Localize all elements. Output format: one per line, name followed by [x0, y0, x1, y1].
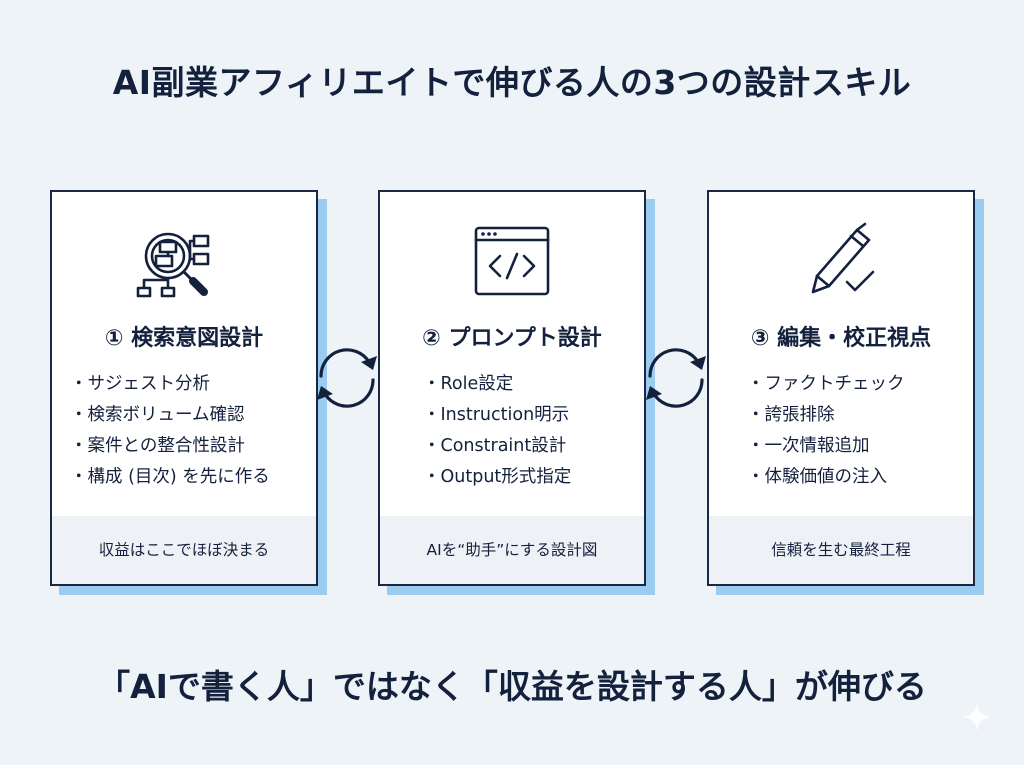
list-item: 一次情報追加: [747, 431, 905, 462]
list-item: Instruction明示: [423, 400, 571, 431]
sparkle-icon: [962, 702, 992, 732]
card-body: ③ 編集・校正視点 ファクトチェック 誇張排除 一次情報追加 体験価値の注入 信…: [707, 190, 975, 586]
list-item: Constraint設計: [423, 431, 571, 462]
list-item: 誇張排除: [747, 400, 905, 431]
code-window-icon: [474, 226, 550, 296]
list-item: 構成 (目次) を先に作る: [70, 462, 270, 493]
card-body: ① 検索意図設計 サジェスト分析 検索ボリューム確認 案件との整合性設計 構成 …: [50, 190, 318, 586]
tagline: 「AIで書く人」ではなく「収益を設計する人」が伸びる: [97, 667, 927, 706]
card-item-list: ファクトチェック 誇張排除 一次情報追加 体験価値の注入: [747, 369, 905, 493]
list-item: Output形式指定: [423, 462, 572, 493]
card-heading: ① 検索意図設計: [104, 326, 264, 351]
cycle-arrows-icon: [317, 348, 377, 408]
card-footer: 収益はここでほぼ決まる: [52, 516, 316, 584]
search-sitemap-icon: [136, 232, 210, 298]
list-item: 案件との整合性設計: [70, 431, 270, 462]
card-body: ② プロンプト設計 Role設定 Instruction明示 Constrain…: [378, 190, 646, 586]
list-item: サジェスト分析: [70, 369, 270, 400]
list-item: 体験価値の注入: [747, 462, 905, 493]
cycle-arrows-icon: [646, 348, 706, 408]
card-footer: AIを“助手”にする設計図: [380, 516, 644, 584]
card-footer: 信頼を生む最終工程: [709, 516, 973, 584]
list-item: ファクトチェック: [747, 369, 905, 400]
card-heading: ③ 編集・校正視点: [750, 326, 932, 351]
skill-card-prompt-design: ② プロンプト設計 Role設定 Instruction明示 Constrain…: [378, 190, 655, 595]
card-item-list: サジェスト分析 検索ボリューム確認 案件との整合性設計 構成 (目次) を先に作…: [70, 369, 270, 493]
page-title: AI副業アフィリエイトで伸びる人の3つの設計スキル: [112, 63, 912, 102]
skill-card-editing: ③ 編集・校正視点 ファクトチェック 誇張排除 一次情報追加 体験価値の注入 信…: [707, 190, 984, 595]
pen-check-icon: [811, 222, 875, 294]
list-item: 検索ボリューム確認: [70, 400, 270, 431]
card-heading: ② プロンプト設計: [422, 326, 602, 351]
skill-card-search-intent: ① 検索意図設計 サジェスト分析 検索ボリューム確認 案件との整合性設計 構成 …: [50, 190, 327, 595]
list-item: Role設定: [423, 369, 571, 400]
card-item-list: Role設定 Instruction明示 Constraint設計 Output…: [423, 369, 572, 493]
